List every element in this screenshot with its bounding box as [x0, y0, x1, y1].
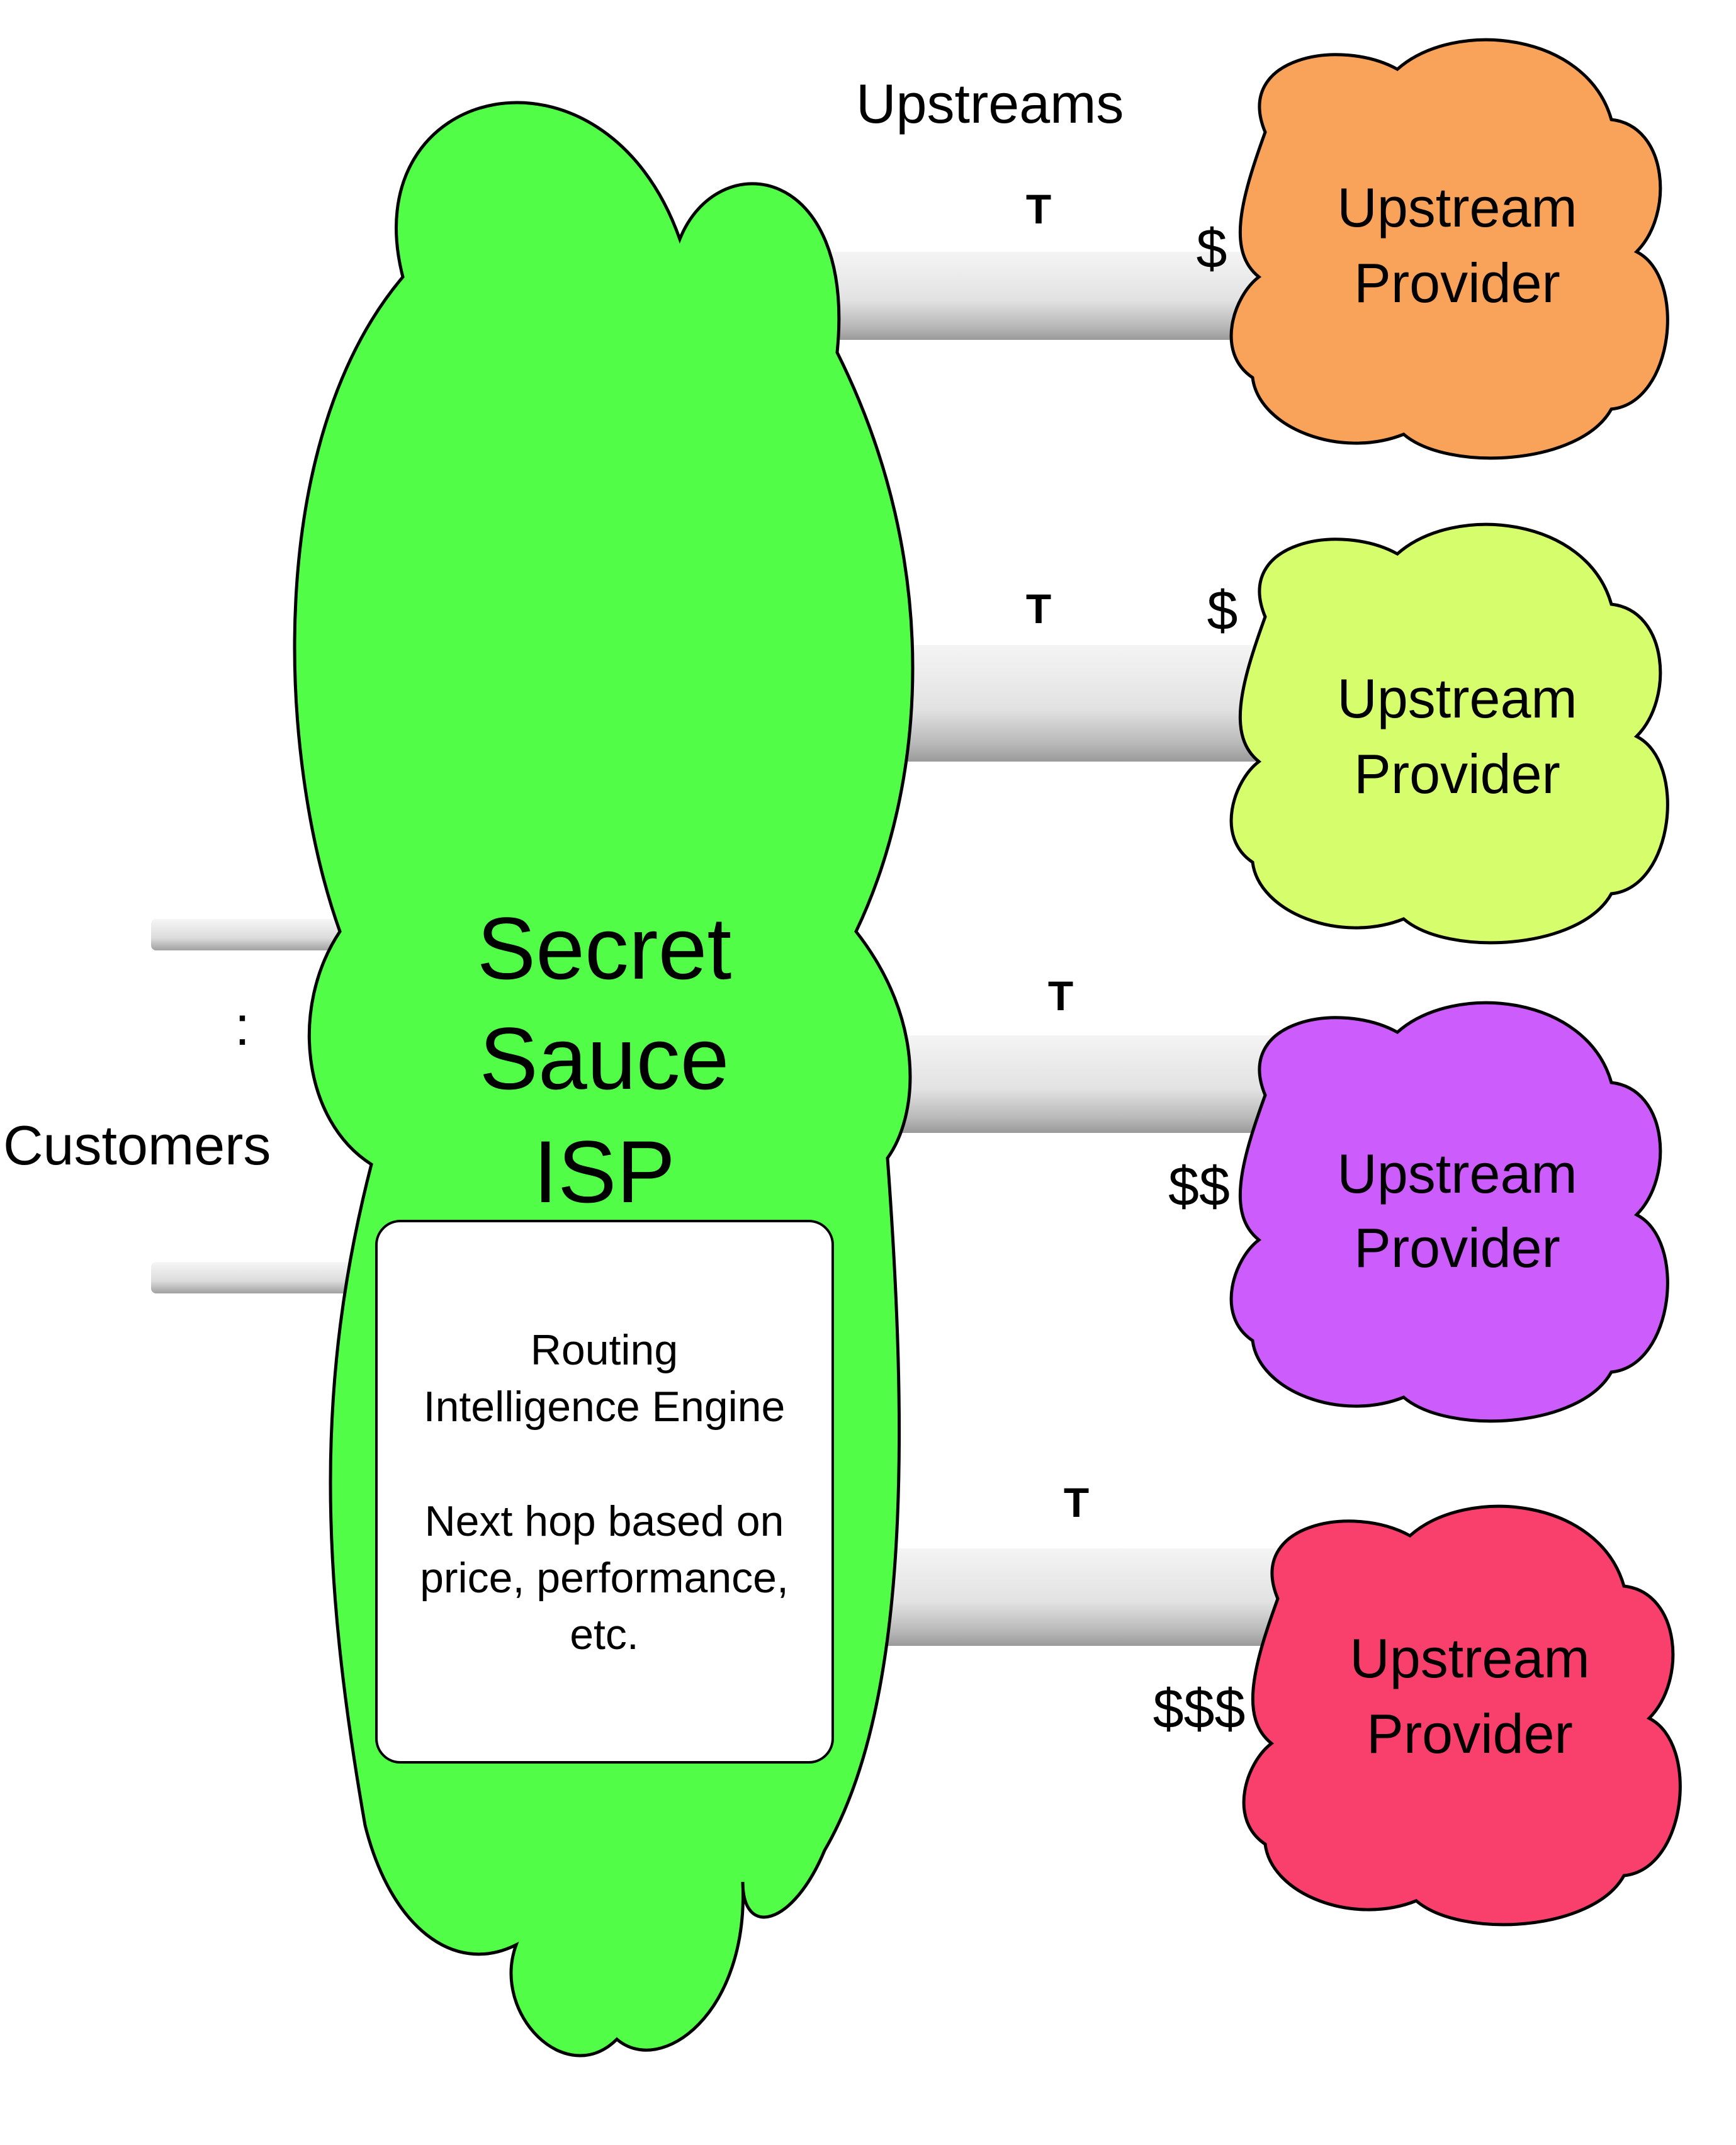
routing-engine-box: Routing Intelligence Engine Next hop bas…	[375, 1220, 834, 1764]
transit-label-3: T	[1048, 972, 1073, 1019]
engine-line-5: price, performance,	[420, 1554, 789, 1602]
provider-1-line-2: Provider	[1354, 252, 1560, 314]
provider-clouds	[1229, 38, 1682, 1927]
isp-name: Secret Sauce ISP	[477, 899, 732, 1221]
cost-label-2: $	[1207, 579, 1238, 641]
provider-2-line-2: Provider	[1354, 743, 1560, 805]
engine-line-1: Routing	[531, 1326, 678, 1374]
provider-cloud-4	[1242, 1504, 1682, 1927]
provider-4-line-1: Upstream	[1350, 1627, 1589, 1689]
link-pipe-1	[781, 252, 1284, 340]
cost-label-1: $	[1197, 217, 1227, 279]
engine-line-6: etc.	[570, 1611, 639, 1658]
isp-name-line-1: Secret	[477, 899, 732, 998]
provider-cloud-1	[1229, 38, 1669, 460]
transit-label-1: T	[1026, 186, 1051, 232]
customer-pipe-2	[151, 1262, 359, 1293]
link-pipe-3	[850, 1035, 1284, 1133]
customer-links	[151, 919, 359, 1293]
upstream-links	[781, 252, 1284, 1646]
engine-line-2: Intelligence Engine	[424, 1383, 786, 1431]
link-pipe-4	[850, 1548, 1284, 1646]
provider-3-line-2: Provider	[1354, 1217, 1560, 1279]
transit-label-4: T	[1064, 1479, 1089, 1526]
customers-ellipsis: :	[235, 994, 250, 1057]
provider-3-line-1: Upstream	[1337, 1142, 1577, 1205]
provider-1-line-1: Upstream	[1337, 176, 1577, 239]
transit-label-2: T	[1026, 585, 1051, 632]
transit-labels: T T T T	[1026, 186, 1089, 1526]
provider-4-line-2: Provider	[1367, 1703, 1573, 1765]
link-pipe-2	[850, 645, 1284, 762]
provider-cloud-2	[1229, 522, 1669, 945]
provider-2-line-1: Upstream	[1337, 667, 1577, 729]
cost-labels: $ $ $$ $$$	[1153, 217, 1246, 1740]
engine-line-4: Next hop based on	[425, 1497, 784, 1545]
customers-label: Customers	[3, 1114, 271, 1176]
isp-name-line-3: ISP	[533, 1122, 675, 1221]
cost-label-4: $$$	[1153, 1677, 1246, 1740]
provider-labels: Upstream Provider Upstream Provider Upst…	[1337, 176, 1589, 1765]
routing-engine-frame	[375, 1220, 834, 1764]
cost-label-3: $$	[1168, 1155, 1230, 1217]
provider-cloud-3	[1229, 1001, 1669, 1423]
isp-name-line-2: Sauce	[480, 1009, 730, 1108]
upstreams-label: Upstreams	[856, 72, 1124, 135]
customer-pipe-1	[151, 919, 359, 950]
